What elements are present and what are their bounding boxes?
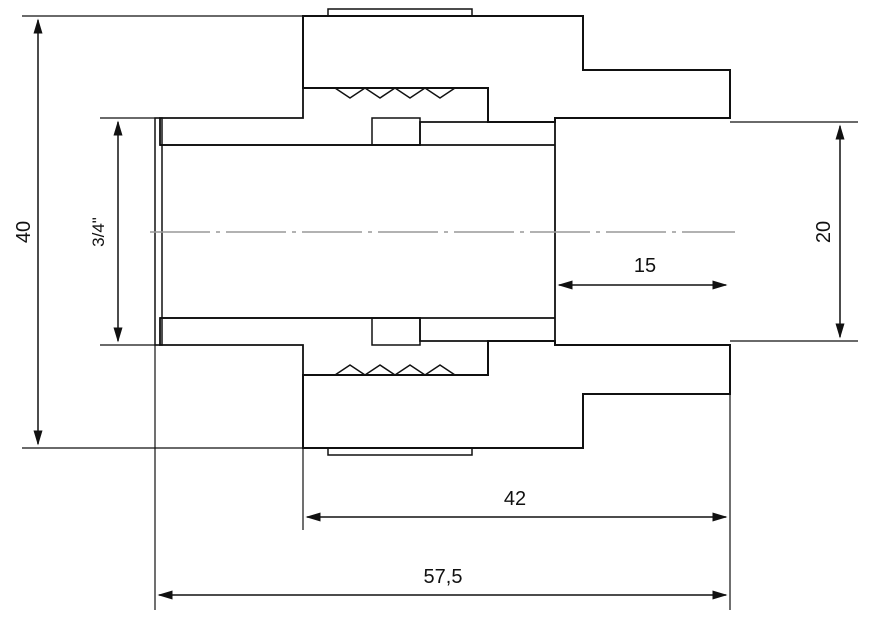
dimension-body-length: 42 bbox=[305, 488, 728, 522]
extension-lines bbox=[22, 15, 858, 610]
dimension-total-length: 57,5 bbox=[157, 566, 728, 600]
socket-diameter-label: 20 bbox=[813, 221, 835, 243]
socket-depth-label: 15 bbox=[634, 255, 656, 277]
dimension-overall-diameter: 40 bbox=[13, 18, 43, 446]
overall-diameter-label: 40 bbox=[13, 221, 35, 243]
thread-size-label: 3/4" bbox=[89, 217, 108, 247]
bore bbox=[150, 117, 735, 346]
total-length-label: 57,5 bbox=[424, 566, 463, 588]
dimension-socket-diameter: 20 bbox=[813, 124, 845, 339]
body-length-label: 42 bbox=[504, 488, 526, 510]
dimension-socket-depth: 15 bbox=[557, 255, 728, 290]
dimension-thread-size: 3/4" bbox=[89, 120, 123, 343]
